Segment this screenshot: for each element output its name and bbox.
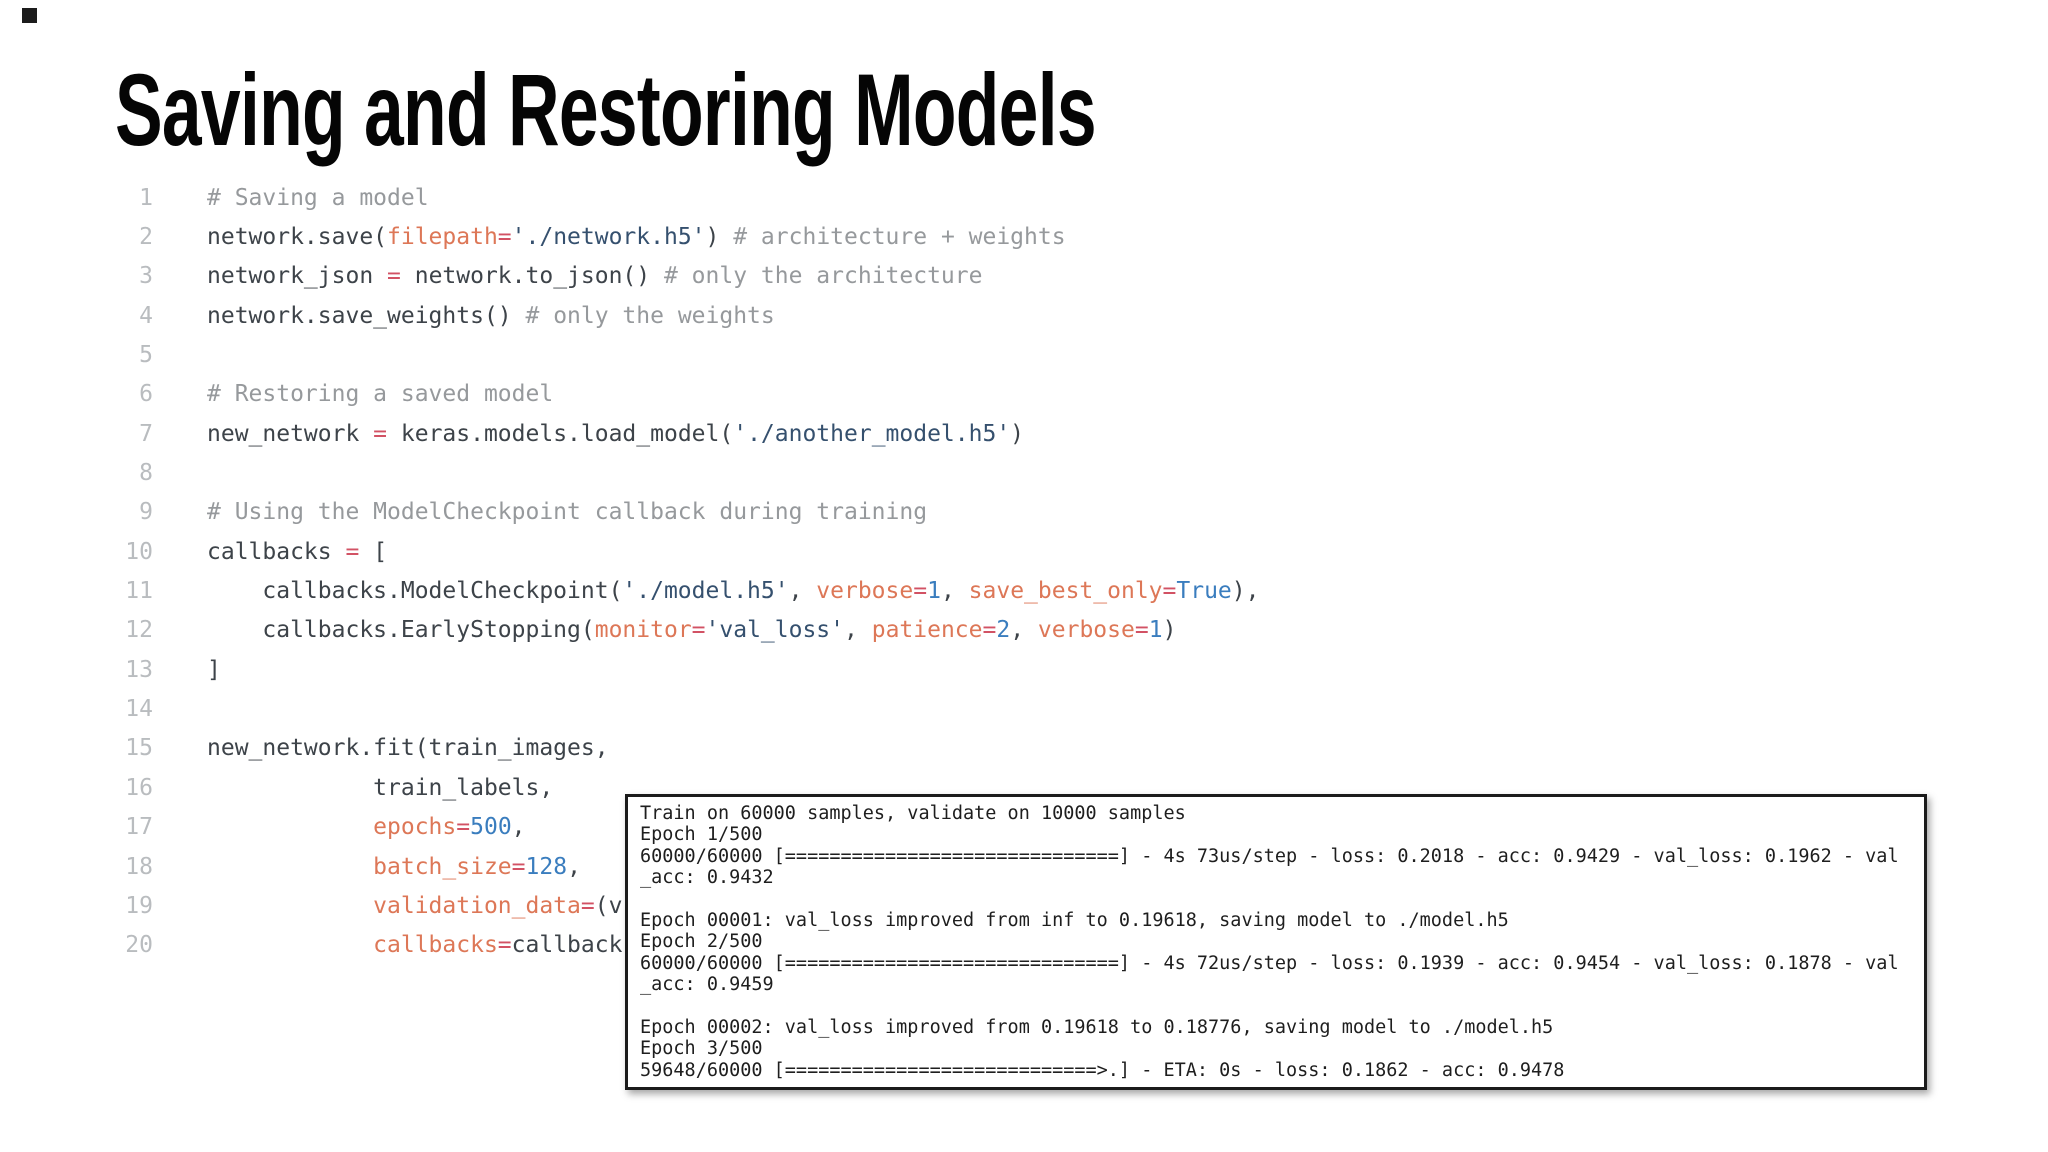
code-line: 7 new_network = keras.models.load_model('…	[0, 414, 1500, 453]
code-line-text: ]	[207, 656, 221, 683]
line-number: 12	[125, 617, 153, 644]
console-output-line: 59648/60000 [===========================…	[640, 1059, 1565, 1081]
code-line-text: network.save(filepath='./network.h5') # …	[207, 224, 1066, 251]
line-number: 2	[139, 224, 153, 251]
console-output-line: Epoch 2/500	[640, 931, 763, 953]
code-line: 18 batch_size=128,	[0, 847, 1500, 886]
code-line-text: batch_size=128,	[373, 853, 581, 880]
code-line-text: # Using the ModelCheckpoint callback dur…	[207, 499, 928, 526]
code-editor: 1 # Saving a model 2 network.save(filepath=…	[0, 178, 1500, 965]
line-number: 16	[125, 774, 153, 801]
code-line: 16 train_labels,	[0, 768, 1500, 807]
code-line: 5	[0, 335, 1500, 374]
console-output-line: Train on 60000 samples, validate on 1000…	[640, 803, 1186, 824]
code-line-text: callbacks.EarlyStopping(monitor='val_los…	[207, 617, 1177, 644]
console-output-line: Epoch 1/500	[640, 824, 763, 846]
code-line-text: callbacks.ModelCheckpoint('./model.h5', …	[207, 578, 1260, 605]
line-number: 17	[125, 814, 153, 841]
console-output-line	[640, 996, 1912, 1017]
code-line: 17 epochs=500,	[0, 808, 1500, 847]
console-output-line: _acc: 0.9459	[640, 974, 774, 996]
slide-title: Saving and Restoring Models	[115, 58, 1516, 162]
line-number: 9	[139, 499, 153, 526]
code-line: 13]	[0, 650, 1500, 689]
console-output-line: 60000/60000 [===========================…	[640, 952, 1899, 974]
code-line-text: # Saving a model	[207, 184, 429, 211]
code-line-text: train_labels,	[207, 774, 554, 801]
code-line-text: validation_data=(v	[373, 892, 623, 919]
line-number: 10	[125, 538, 153, 565]
line-number: 4	[139, 302, 153, 329]
code-line: 1 # Saving a model	[0, 178, 1500, 217]
slide-edge-mark	[22, 8, 37, 23]
console-output-line: Epoch 3/500	[640, 1038, 763, 1060]
code-line: 4 network.save_weights() # only the weigh…	[0, 296, 1500, 335]
console-output-line: Epoch 00002: val_loss improved from 0.19…	[640, 1017, 1554, 1039]
code-line-text: epochs=500,	[373, 814, 526, 841]
code-line-text: network.save_weights() # only the weight…	[207, 302, 775, 329]
line-number: 18	[125, 853, 153, 880]
training-output-panel: Train on 60000 samples, validate on 1000…	[625, 794, 1927, 1090]
console-output-line	[640, 889, 1912, 910]
code-line-text: callbacks = [	[207, 538, 388, 565]
code-line: 2 network.save(filepath='./network.h5') #…	[0, 217, 1500, 256]
line-number: 20	[125, 932, 153, 959]
line-number: 15	[125, 735, 153, 762]
code-line: 14	[0, 689, 1500, 728]
code-line: 6 # Restoring a saved model	[0, 375, 1500, 414]
line-number: 14	[125, 696, 153, 723]
code-line: 15 new_network.fit(train_images,	[0, 729, 1500, 768]
line-number: 11	[125, 578, 153, 605]
line-number: 19	[125, 892, 153, 919]
code-line: 8	[0, 453, 1500, 492]
code-line: 11 callbacks.ModelCheckpoint('./model.h5…	[0, 571, 1500, 610]
code-line: 9 # Using the ModelCheckpoint callback du…	[0, 493, 1500, 532]
line-number: 5	[139, 342, 153, 369]
code-line-text: network_json = network.to_json() # only …	[207, 263, 983, 290]
line-number: 3	[139, 263, 153, 290]
code-line: 10 callbacks = [	[0, 532, 1500, 571]
code-line: 20 callbacks=callback	[0, 926, 1500, 965]
slide-title-text: Saving and Restoring Models	[115, 53, 1097, 167]
code-line-text: new_network.fit(train_images,	[207, 735, 609, 762]
line-number: 7	[139, 420, 153, 447]
line-number: 13	[125, 656, 153, 683]
console-output-line: Epoch 00001: val_loss improved from inf …	[640, 910, 1509, 932]
code-line-text: # Restoring a saved model	[207, 381, 554, 408]
code-line-text: callbacks=callback	[373, 932, 623, 959]
line-number: 1	[139, 184, 153, 211]
code-line: 19 validation_data=(v	[0, 886, 1500, 925]
line-number: 8	[139, 460, 153, 487]
line-number: 6	[139, 381, 153, 408]
code-line: 3 network_json = network.to_json() # only…	[0, 257, 1500, 296]
console-output-line: _acc: 0.9432	[640, 867, 774, 889]
code-line: 12 callbacks.EarlyStopping(monitor='val_…	[0, 611, 1500, 650]
console-output-line: 60000/60000 [===========================…	[640, 845, 1899, 867]
code-line-text: new_network = keras.models.load_model('.…	[207, 420, 1025, 447]
